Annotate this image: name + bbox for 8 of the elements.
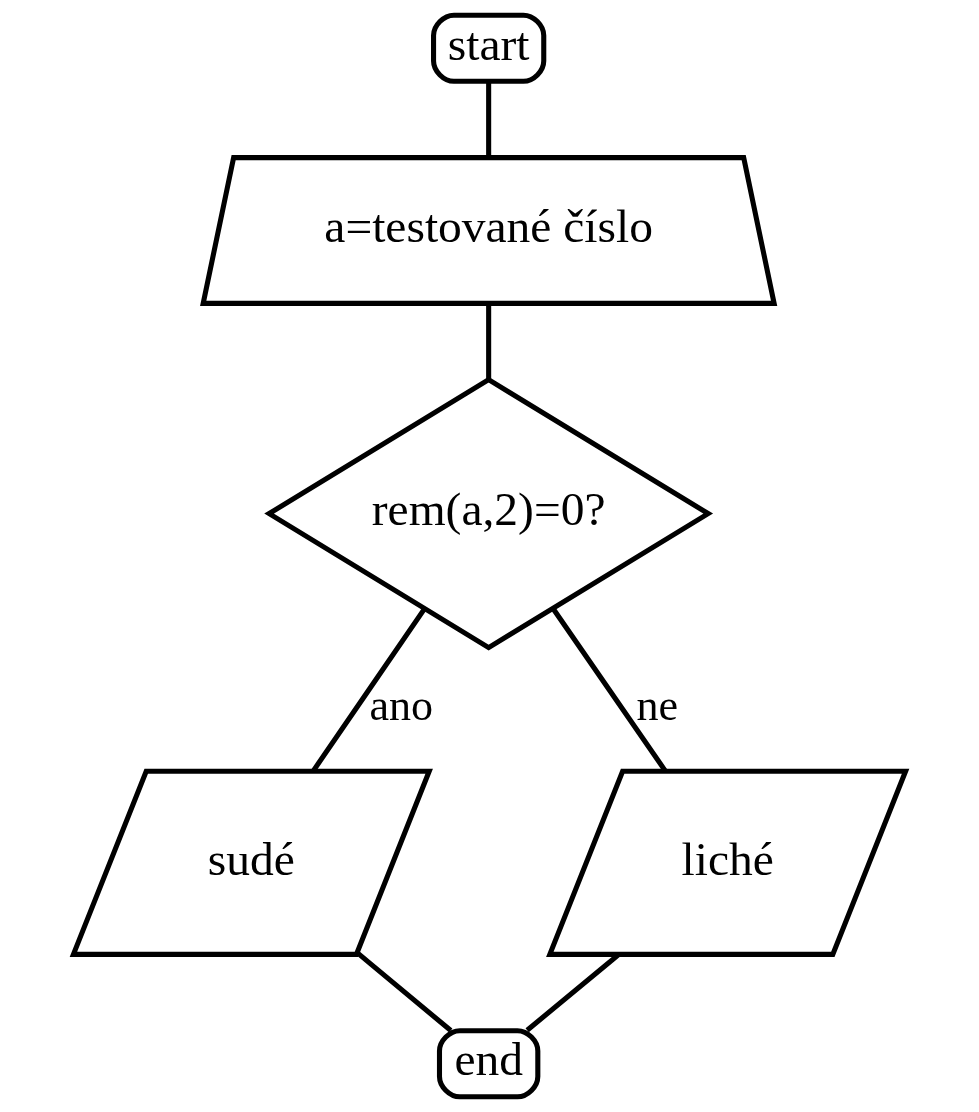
connector [355,950,453,1033]
connector [486,81,492,158]
edge-label: ne [636,681,679,731]
node-diamond: rem(a,2)=0? [264,376,714,651]
connector [486,303,492,380]
node-box: end [436,1028,541,1100]
node-box: start [431,12,547,84]
edge-label: ano [369,681,434,731]
